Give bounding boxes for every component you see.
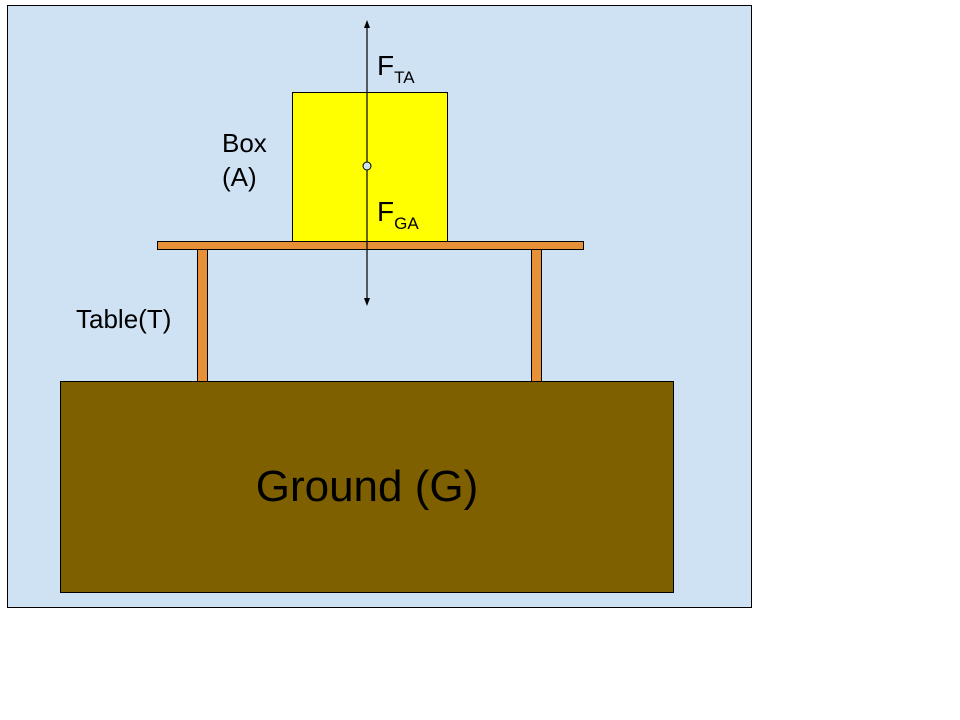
table-top	[157, 241, 584, 250]
table-leg-right	[531, 250, 542, 381]
force-ta-symbol: F	[377, 50, 395, 81]
force-ta-label: FTA	[377, 50, 415, 87]
box-a	[292, 92, 448, 242]
ground-label: Ground (G)	[255, 462, 479, 511]
box-label-name: Box	[222, 128, 267, 158]
table-label: Table(T)	[76, 304, 172, 334]
force-ga-symbol: F	[377, 196, 395, 227]
table-leg-left	[197, 250, 208, 381]
box-label-id: (A)	[222, 161, 257, 192]
force-ga-label: FGA	[377, 196, 419, 233]
force-ga-subscript: GA	[394, 214, 419, 233]
box-label: Box (A)	[222, 127, 267, 195]
ground-block: Ground (G)	[60, 381, 674, 593]
force-ta-subscript: TA	[394, 68, 415, 87]
